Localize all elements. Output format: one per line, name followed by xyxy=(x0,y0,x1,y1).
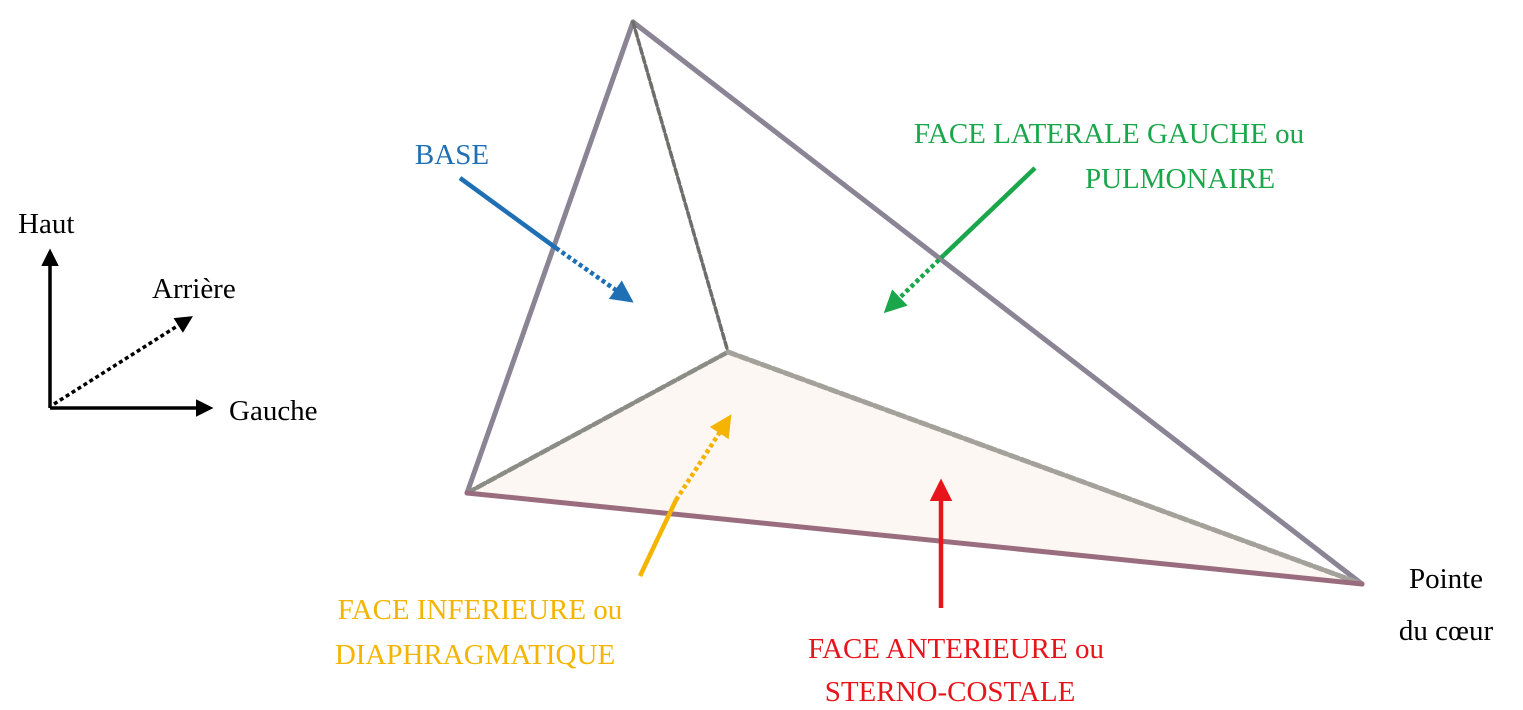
face-labels: BASE FACE LATERALE GAUCHE ou PULMONAIRE … xyxy=(335,118,1494,708)
edge-top-inner xyxy=(631,20,730,354)
axis-back-label: Arrière xyxy=(152,273,236,305)
base-label: BASE xyxy=(415,139,489,171)
edge-top-left xyxy=(464,19,636,496)
base-arrow-dotted xyxy=(554,246,634,303)
edge-bottom xyxy=(464,490,1365,587)
axis-left-label: Gauche xyxy=(229,395,318,427)
left-face-arrow-dotted xyxy=(883,253,946,314)
inferior-face-arrow-dotted xyxy=(674,414,732,502)
inferior-face-arrow-solid xyxy=(637,499,679,577)
axis-back xyxy=(53,316,193,406)
anterior-face-label-line2: STERNO-COSTALE xyxy=(825,676,1076,708)
anterior-face-label-line1: FACE ANTERIEURE ou xyxy=(808,633,1104,665)
axis-up-label: Haut xyxy=(18,208,74,240)
edge-top-apex xyxy=(630,19,1365,587)
left-face-label-line1: FACE LATERALE GAUCHE ou xyxy=(914,118,1304,150)
apex-label-line1: Pointe xyxy=(1409,563,1483,595)
inferior-face-label-line1: FACE INFERIEURE ou xyxy=(338,594,623,626)
pyramid-edges xyxy=(464,19,1365,587)
edge-inner-apex xyxy=(725,349,1365,587)
base-arrow-solid xyxy=(458,176,558,250)
pyramid-faces xyxy=(467,352,1362,584)
left-face-label-line2: PULMONAIRE xyxy=(1085,163,1275,195)
left-face-arrow-solid xyxy=(942,166,1037,257)
pointer-arrows xyxy=(458,166,1037,608)
inferior-face-shade xyxy=(467,352,1362,584)
orientation-axes: Haut Arrière Gauche xyxy=(18,208,318,427)
inferior-face-label-line2: DIAPHRAGMATIQUE xyxy=(335,639,615,671)
edge-inner-left xyxy=(464,349,731,496)
apex-label-line2: du cœur xyxy=(1399,615,1494,647)
